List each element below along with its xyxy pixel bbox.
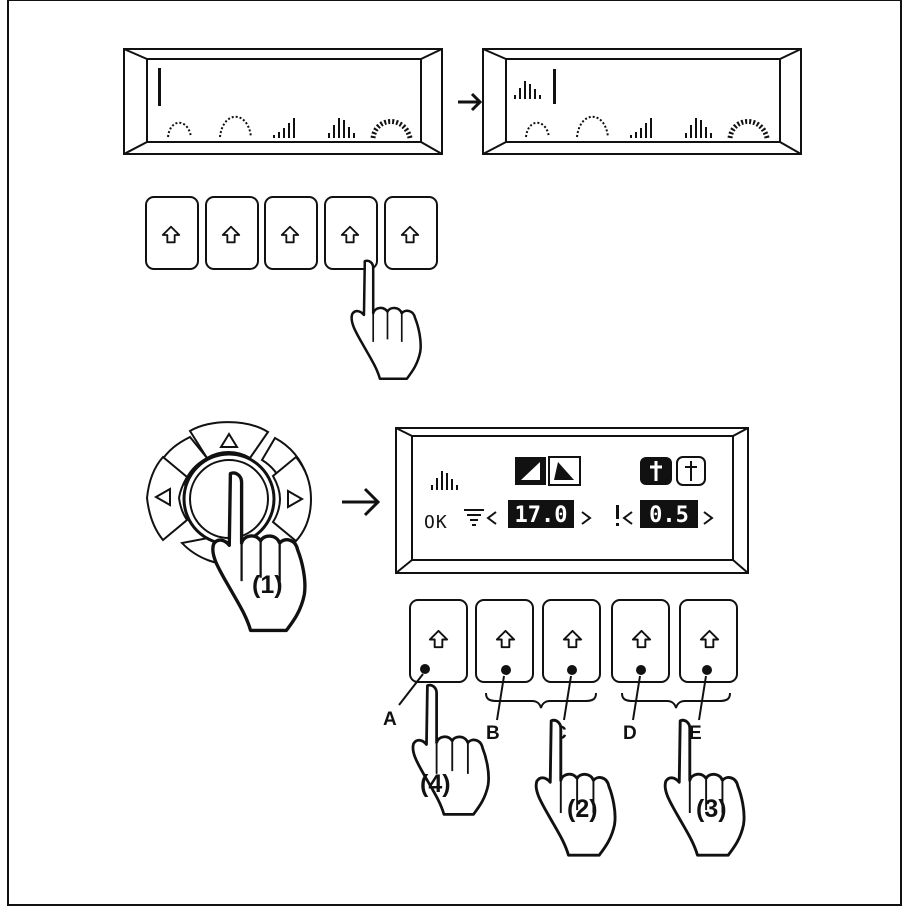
rising-bars-icon <box>630 118 652 138</box>
rising-bars-icon <box>273 118 295 138</box>
step-3-label: (3) <box>696 795 727 823</box>
selected-bell-bars-icon <box>514 81 541 99</box>
settings-display: OK 17.0 0.5 <box>395 427 749 574</box>
bc-bracket <box>485 692 597 709</box>
high-arch-icon <box>576 116 609 138</box>
key-label-b: B <box>486 723 500 744</box>
step-2-label: (2) <box>567 795 598 823</box>
step-1-label: (1) <box>252 571 283 599</box>
warning-mark-icon <box>616 505 619 519</box>
value-1: 17.0 <box>515 503 568 528</box>
bell-bars-icon <box>685 118 712 138</box>
key-label-d: D <box>623 723 637 744</box>
high-arch-icon <box>219 116 252 138</box>
arrow-right-icon <box>458 92 483 112</box>
soft-arch-icon <box>167 121 192 138</box>
dotted-dome-icon <box>370 119 413 139</box>
bell-bars-icon <box>328 118 355 138</box>
arrow-right-icon <box>342 487 381 517</box>
value-2: 0.5 <box>649 503 689 528</box>
menu-display-after <box>482 48 802 155</box>
mesh-filter-icon <box>464 509 484 526</box>
cursor-bar-icon <box>158 68 161 106</box>
key-label-e: E <box>689 723 702 744</box>
key-label-a: A <box>383 709 397 730</box>
value-box-1 <box>508 500 574 528</box>
menu-display-before <box>123 48 443 155</box>
de-bracket <box>621 692 731 709</box>
soft-arch-icon <box>525 121 550 138</box>
plant-icons <box>640 456 706 486</box>
warning-dot-icon <box>616 523 619 526</box>
sail-icon <box>515 456 581 486</box>
value-box-2 <box>640 500 698 528</box>
bell-bars-icon <box>431 471 458 490</box>
dotted-dome-icon <box>727 119 770 139</box>
upper-soft-keys <box>145 196 438 270</box>
step-4-label: (4) <box>420 770 451 798</box>
cursor-bar-icon <box>553 69 556 104</box>
lower-soft-keys <box>409 599 738 683</box>
ok-label: OK <box>424 512 448 533</box>
